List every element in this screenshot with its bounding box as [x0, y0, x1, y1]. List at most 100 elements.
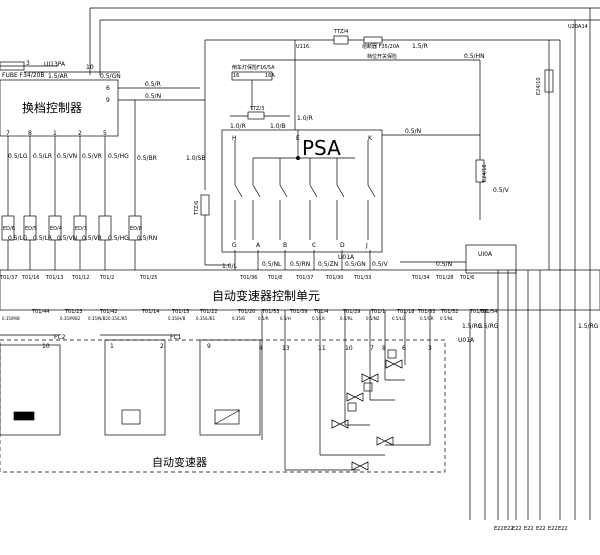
sensor-block	[13, 411, 35, 421]
tcu-top-pin: T01/28	[435, 275, 453, 281]
label-0-5-gn: 0.5/GN	[100, 73, 121, 80]
label-fc2: FC2	[54, 334, 66, 341]
label-u116: U116	[296, 44, 309, 50]
tcu-top-pin: T01/25	[139, 275, 157, 281]
trans-pin: 10	[42, 343, 50, 350]
label-ttz4: TTZ/4	[333, 29, 348, 35]
label-u01a-r: U01A	[458, 337, 475, 344]
psa-pin: H	[232, 135, 237, 142]
tcu-bottom-wire: 0.5/R	[258, 316, 269, 321]
shift-controller-title: 换档控制器	[22, 101, 82, 115]
trans-pin: 9	[207, 343, 211, 350]
shift-wire: 0.5/HG	[108, 153, 129, 160]
psa-pin: C	[312, 242, 316, 249]
tcu-bottom-pin: T01/53	[417, 309, 435, 315]
component-3	[199, 339, 261, 436]
transmission-box	[0, 339, 446, 473]
tcu-bottom-wire: 0.5/LR	[312, 316, 325, 321]
tcu-bottom-pin: T01/22	[199, 309, 217, 315]
component-2	[104, 339, 166, 436]
label-1-5-rg: 1.5/RG	[578, 323, 599, 330]
psa-pin: K	[368, 135, 373, 142]
tcu-bottom-wire: 0.35/L/B5	[108, 316, 128, 321]
label-u10a: UI0A	[478, 251, 493, 258]
label-1-0-r: 1.0/R	[230, 123, 246, 130]
psa-wire: 0.5/GN	[345, 261, 366, 268]
trans-pin: 8	[382, 345, 386, 352]
tcu-bottom-wire: 0.5/LG	[392, 316, 405, 321]
label-0-5-hn: 0.5/HN	[464, 53, 485, 60]
shift-connector: ED/4	[50, 226, 62, 232]
label-16a: 16A	[265, 73, 275, 79]
ground-label: E22	[558, 526, 568, 532]
label-fuse-f34: FUBE F34/20B	[2, 72, 45, 79]
trans-pin: 6	[402, 345, 406, 352]
component-1	[0, 344, 61, 436]
shift-pin: 1	[53, 130, 57, 137]
shift-connector: ED/6	[3, 226, 15, 232]
trans-pin: 7	[370, 345, 374, 352]
sensor-3	[214, 409, 240, 425]
sensor-slash	[214, 409, 241, 425]
tcu-bottom-wire: 0.35/M/B2	[60, 316, 81, 321]
pin-9: 9	[106, 97, 110, 104]
fuse-ttz4	[333, 35, 349, 45]
pin-10: 10	[86, 64, 94, 71]
shift-connector: ED/8	[130, 226, 142, 232]
psa-wire: 0.5/ZN	[318, 261, 338, 268]
tcu-bottom-pin: T01/39	[289, 309, 307, 315]
solenoid-network	[261, 310, 431, 471]
tcu-bottom-pin: T01/44	[31, 309, 49, 315]
ground-label: E22	[548, 526, 558, 532]
label-fuse-left: TTZ/6	[194, 201, 200, 216]
shift-connector: ED/5	[25, 226, 37, 232]
shift-wire: 0.5/RN	[137, 235, 157, 242]
psa-wire: 1.0/L	[222, 263, 238, 270]
label-1-0-r2: 1.0/R	[297, 115, 313, 122]
label-0-5-n: 0.5/N	[145, 93, 161, 100]
trans-pin: 13	[282, 345, 290, 352]
label-e24-10: E24/10	[536, 77, 542, 95]
ground-label: E22	[504, 526, 514, 532]
psa-pin: D	[340, 242, 345, 249]
tcu-bottom-wire: 0.35/L/B1	[196, 316, 216, 321]
shift-wire: 0.5/VR	[82, 153, 102, 160]
tcu-bottom-wire: 0.5/RL	[340, 316, 353, 321]
label-e24-18: E24/18	[482, 164, 488, 182]
label-0-5-v: 0.5/V	[493, 187, 510, 194]
shift-wire: 0.5/VN	[57, 153, 77, 160]
tcu-top-pin: T01/37	[295, 275, 313, 281]
shift-wire: 0.5/LR	[33, 153, 52, 160]
tcu-bottom-pin: T01/15	[171, 309, 189, 315]
tcu-top-pin: T01/30	[325, 275, 343, 281]
tcu-top-pin: T01/34	[411, 275, 429, 281]
tcu-title: 自动变速器控制单元	[212, 288, 320, 303]
shift-outputs	[1, 100, 142, 270]
psa-pin: J	[365, 242, 368, 249]
tcu-bottom-pin: T01/52	[440, 309, 458, 315]
shift-wire: 0.5/LG	[8, 153, 28, 160]
label-1-0-sb: 1.0/SB	[186, 155, 206, 162]
label-1-5-rg: 1.5/RG	[478, 323, 499, 330]
ground-wires	[497, 270, 541, 520]
psa-title: PSA	[302, 136, 341, 160]
tcu-bottom-pin: T01/20	[237, 309, 255, 315]
tcu-bottom-wire: 0.35/M/B	[2, 316, 20, 321]
shift-wire: 0.5/LR	[33, 235, 52, 242]
trans-pin: 10	[345, 345, 353, 352]
label-u01a: U01A	[338, 254, 355, 261]
fuse-e24-18	[475, 159, 485, 183]
tcu-bottom-wire: 0.35/B	[232, 316, 245, 321]
shift-pin: 5	[103, 130, 107, 137]
shift-wire: 0.5/VN	[57, 235, 77, 242]
label-side-fuse: 倒车灯保险F16/5A	[232, 64, 275, 71]
tcu-bottom-wire: 0.5/NL	[440, 316, 454, 321]
label-1-0-b: 1.0/B	[270, 123, 286, 130]
psa-pin: G	[232, 242, 237, 249]
pin-3: 3	[26, 60, 30, 67]
label-1-5-n: 0.5/N	[436, 261, 452, 268]
tcu-top-pin: T01/16	[21, 275, 39, 281]
